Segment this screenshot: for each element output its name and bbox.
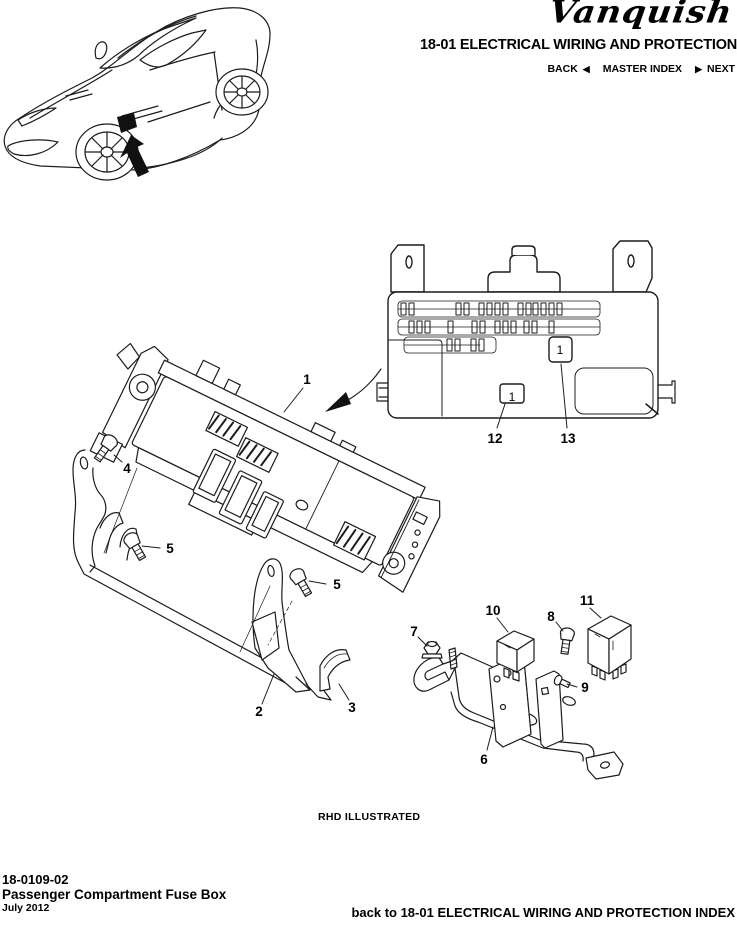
screw-part5a	[123, 532, 147, 562]
master-index-link[interactable]: MASTER INDEX	[603, 63, 682, 75]
nut-part7	[421, 640, 443, 659]
callout-2: 2	[255, 704, 263, 719]
callout-7: 7	[410, 624, 418, 639]
back-link[interactable]: BACK ◀	[547, 63, 589, 75]
next-arrow-icon: ▶	[695, 63, 702, 74]
callout-5b: 5	[333, 577, 341, 592]
relay-part10	[496, 630, 535, 682]
callout-leaders	[113, 454, 602, 751]
screw-part5b	[289, 568, 313, 598]
fusebox-location-marker	[117, 113, 149, 177]
relay-position-box-12	[499, 383, 525, 404]
callout-4: 4	[123, 461, 131, 476]
inset-fusebox-top-view	[325, 240, 676, 429]
callout-11: 11	[580, 593, 595, 608]
relay-box-label-13: 1	[557, 343, 564, 357]
footer-document-info: 18-0109-02 Passenger Compartment Fuse Bo…	[2, 872, 226, 915]
doc-number: 18-0109-02	[2, 872, 69, 887]
callout-1: 1	[303, 372, 311, 387]
next-link[interactable]: ▶ NEXT	[695, 63, 735, 75]
mounting-bracket-part2	[72, 449, 343, 701]
back-label: BACK	[547, 63, 578, 75]
callout-6: 6	[480, 752, 488, 767]
car-location-illustration	[3, 7, 271, 181]
callout-13: 13	[560, 431, 576, 446]
master-index-label: MASTER INDEX	[602, 63, 683, 75]
section-title: 18-01 ELECTRICAL WIRING AND PROTECTION	[420, 37, 737, 53]
callout-8: 8	[547, 609, 555, 624]
callout-5a: 5	[166, 541, 174, 556]
next-label: NEXT	[706, 63, 735, 75]
trim-strip-part3	[319, 649, 351, 692]
callout-9: 9	[581, 680, 589, 695]
rhd-illustrated-note: RHD ILLUSTRATED	[318, 811, 421, 823]
callout-3: 3	[348, 700, 356, 715]
fusebox-assembly	[89, 342, 441, 593]
callout-12: 12	[487, 431, 502, 446]
doc-date: July 2012	[2, 902, 50, 914]
screw-part8	[559, 627, 575, 655]
relay-part11	[587, 615, 632, 681]
screw-part4	[93, 434, 118, 463]
callout-10: 10	[485, 603, 500, 618]
doc-title: Passenger Compartment Fuse Box	[2, 887, 227, 902]
screw-part9	[553, 674, 571, 689]
relay-position-box-13	[548, 336, 573, 363]
relay-box-label-12: 1	[509, 390, 516, 404]
back-to-index-link[interactable]: back to 18-01 ELECTRICAL WIRING AND PROT…	[351, 905, 735, 920]
back-arrow-icon: ◀	[582, 63, 590, 74]
relay-bracket-part6	[413, 647, 624, 780]
header-nav: BACK ◀ MASTER INDEX ▶ NEXT	[420, 63, 735, 75]
